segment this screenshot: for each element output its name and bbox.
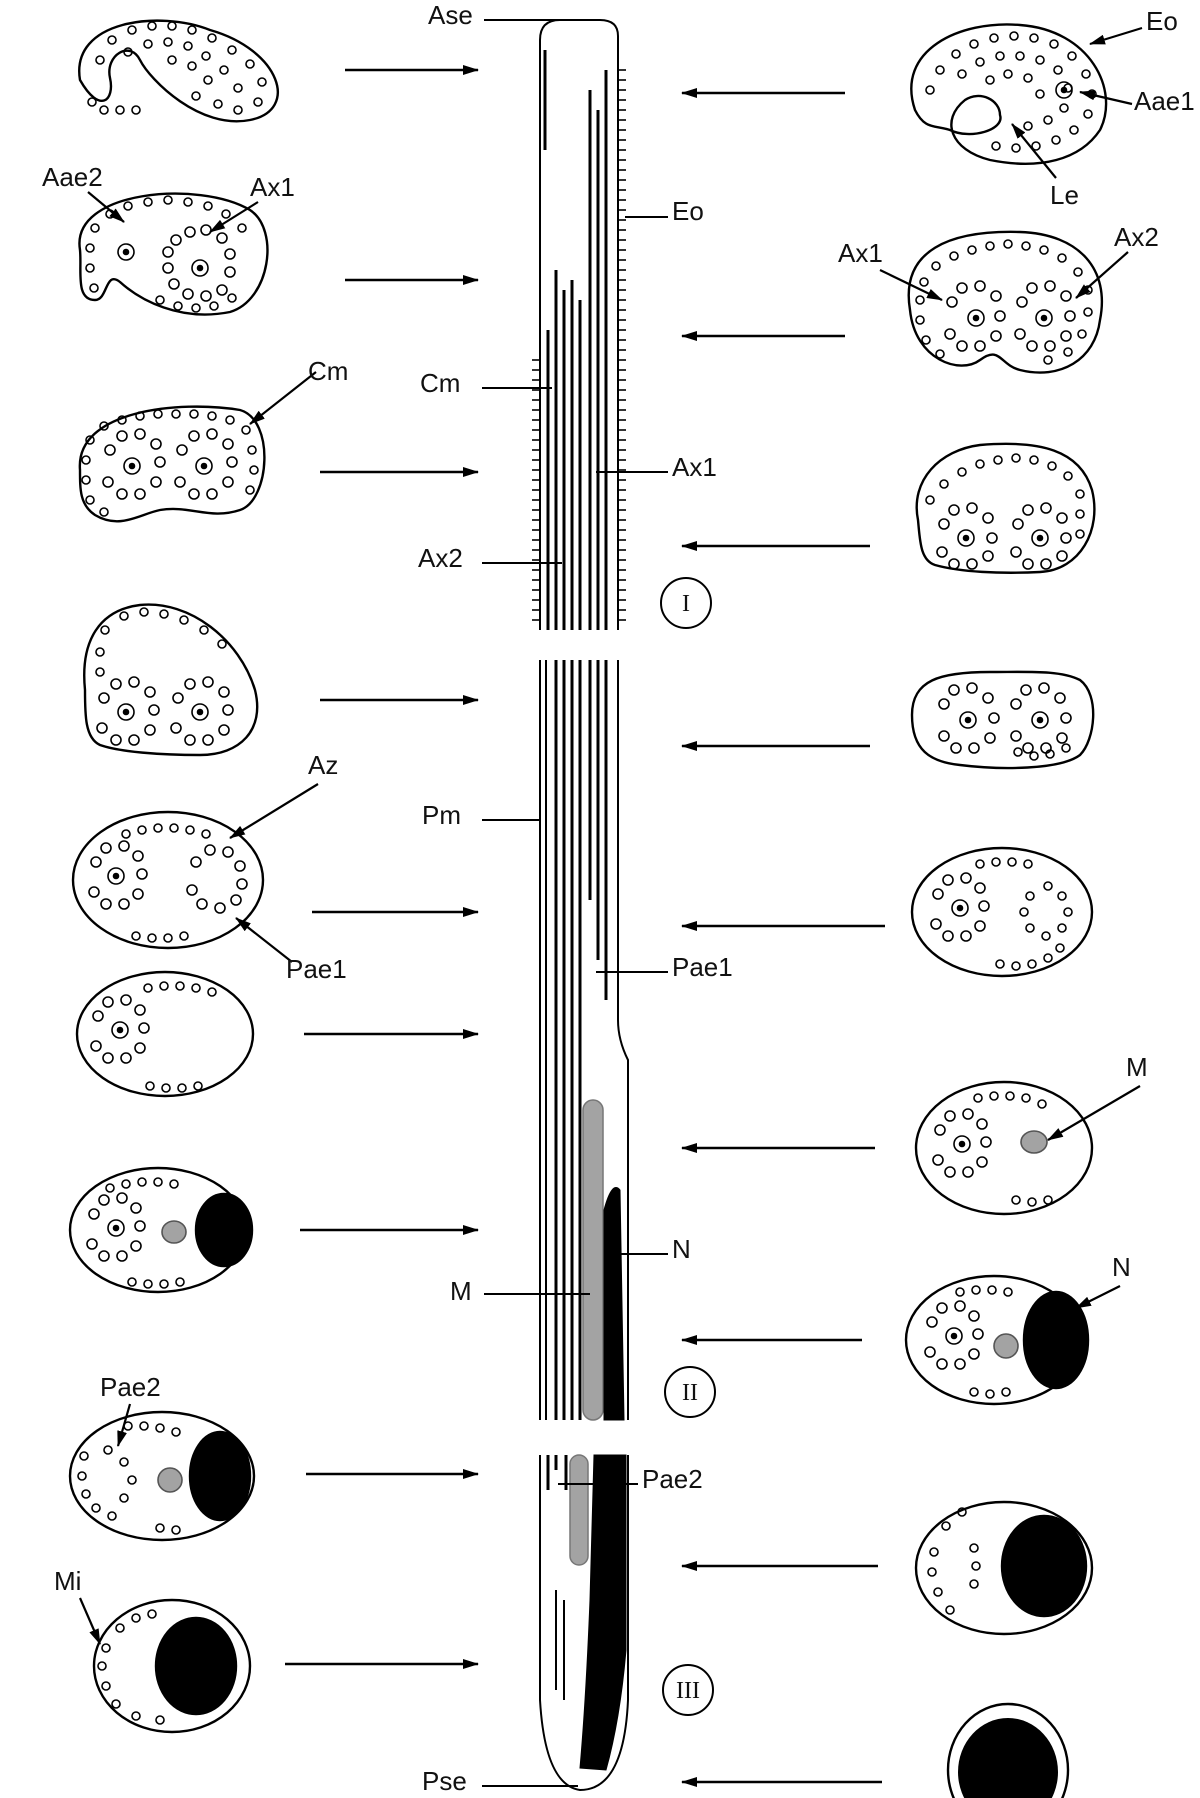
svg-text:III: III bbox=[676, 1678, 700, 1704]
section-two-outline-right bbox=[617, 660, 629, 1420]
label-cm-left: Cm bbox=[308, 356, 348, 386]
label-le: Le bbox=[1050, 180, 1079, 210]
zone-marker-two: II bbox=[664, 1366, 716, 1418]
section-three bbox=[539, 1454, 629, 1792]
axoneme-lines-section-one bbox=[543, 50, 608, 630]
zone-marker-three: III bbox=[662, 1664, 714, 1716]
label-ax2-right: Ax2 bbox=[1114, 222, 1159, 252]
label-aae2: Aae2 bbox=[42, 162, 103, 192]
section-two bbox=[539, 660, 629, 1421]
zone-marker-one: I bbox=[660, 577, 712, 629]
cross-section-right-6 bbox=[914, 1080, 1094, 1216]
label-ax1-left: Ax1 bbox=[250, 172, 295, 202]
label-pae1-left: Pae1 bbox=[286, 954, 347, 984]
cross-section-right-4 bbox=[910, 670, 1095, 770]
label-pae1-center: Pae1 bbox=[672, 952, 733, 982]
anterior-tip-outline bbox=[539, 19, 619, 630]
label-mi: Mi bbox=[54, 1566, 81, 1596]
cross-section-left-7 bbox=[68, 1166, 254, 1294]
mitochondrion-posterior bbox=[569, 1454, 589, 1566]
label-pae2-center: Pae2 bbox=[642, 1464, 703, 1494]
label-m-center: M bbox=[450, 1276, 472, 1306]
cross-section-left-8 bbox=[68, 1410, 256, 1542]
mitochondrion-cross-left-2 bbox=[157, 1467, 183, 1493]
cross-section-right-9 bbox=[946, 1702, 1070, 1798]
label-pae2-left: Pae2 bbox=[100, 1372, 161, 1402]
nucleus-cross-right-2 bbox=[1000, 1514, 1088, 1618]
nucleus-cross-right-3 bbox=[958, 1718, 1058, 1798]
nucleus-cross-left-2 bbox=[188, 1430, 252, 1522]
label-n-right: N bbox=[1112, 1252, 1131, 1282]
cross-section-left-6 bbox=[75, 970, 255, 1098]
label-ax1-right: Ax1 bbox=[838, 238, 883, 268]
mitochondrion-cross-right-2 bbox=[993, 1333, 1019, 1359]
label-aae1: Aae1 bbox=[1134, 86, 1195, 116]
cross-section-left-1 bbox=[78, 19, 279, 123]
cross-section-right-7 bbox=[904, 1274, 1090, 1406]
svg-text:I: I bbox=[682, 591, 690, 617]
label-n-center: N bbox=[672, 1234, 691, 1264]
posterior-tip-outline bbox=[539, 1455, 629, 1792]
label-ax2-center: Ax2 bbox=[418, 543, 463, 573]
cross-section-left-4 bbox=[83, 603, 259, 757]
nucleus-cross-left bbox=[194, 1192, 254, 1268]
nucleus-cross-left-3 bbox=[154, 1616, 238, 1716]
nucleus-posterior bbox=[579, 1454, 627, 1771]
label-pse: Pse bbox=[422, 1766, 467, 1796]
label-eo-center: Eo bbox=[672, 196, 704, 226]
mitochondrion-longitudinal bbox=[582, 1099, 604, 1421]
cross-section-right-5 bbox=[910, 846, 1094, 978]
nucleus-longitudinal bbox=[603, 1187, 625, 1421]
pointer-arrows bbox=[78, 26, 1143, 1645]
cross-section-right-3 bbox=[915, 442, 1096, 574]
external-ornamentation bbox=[532, 69, 626, 621]
label-ase: Ase bbox=[428, 0, 473, 30]
central-labels bbox=[482, 19, 668, 1787]
section-arrows bbox=[285, 65, 885, 1787]
nucleus-cross-right bbox=[1022, 1290, 1090, 1390]
cross-section-left-2 bbox=[78, 192, 269, 316]
mitochondrion-cross-left bbox=[161, 1220, 187, 1244]
cross-section-left-3 bbox=[78, 405, 266, 523]
label-az: Az bbox=[308, 750, 338, 780]
cross-section-right-8 bbox=[914, 1500, 1094, 1636]
label-ax1-center: Ax1 bbox=[672, 452, 717, 482]
label-cm-center: Cm bbox=[420, 368, 460, 398]
svg-text:II: II bbox=[682, 1380, 698, 1406]
mitochondrion-cross-right bbox=[1020, 1130, 1048, 1154]
label-pm: Pm bbox=[422, 800, 461, 830]
label-m-right: M bbox=[1126, 1052, 1148, 1082]
cross-section-right-1 bbox=[910, 23, 1108, 165]
sperm-longitudinal-section: I II III bbox=[532, 19, 716, 1792]
section-one bbox=[532, 19, 626, 630]
cross-section-left-9 bbox=[92, 1598, 252, 1734]
label-eo-right: Eo bbox=[1146, 6, 1178, 36]
cross-section-right-2 bbox=[907, 230, 1104, 374]
cross-section-left-5 bbox=[71, 810, 265, 950]
